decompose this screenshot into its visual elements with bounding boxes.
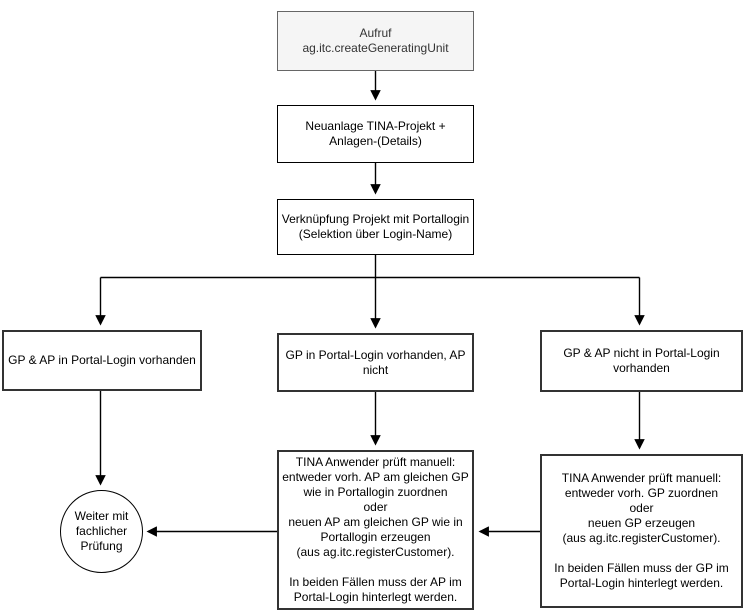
node-case-gp-only: GP in Portal-Login vorhanden, AP nicht [277, 333, 474, 392]
node-link-portallogin-label: Verknüpfung Projekt mit Portallogin (Sel… [281, 212, 470, 241]
node-case-gp-ap-vorhanden-label: GP & AP in Portal-Login vorhanden [8, 353, 196, 367]
node-continue-fachliche-pruefung-label: Weiter mit fachlicher Prüfung [74, 509, 129, 553]
node-case-none-label: GP & AP nicht in Portal-Login vorhanden [563, 346, 720, 375]
node-manual-check-gp-label: TINA Anwender prüft manuell: entweder vo… [554, 471, 729, 590]
node-continue-fachliche-pruefung: Weiter mit fachlicher Prüfung [60, 490, 143, 573]
node-case-gp-ap-vorhanden: GP & AP in Portal-Login vorhanden [2, 330, 202, 391]
node-manual-check-gp: TINA Anwender prüft manuell: entweder vo… [540, 454, 743, 608]
edge-branch-trunk [100, 255, 640, 279]
node-link-portallogin: Verknüpfung Projekt mit Portallogin (Sel… [277, 199, 474, 255]
node-create-project-label: Neuanlage TINA-Projekt + Anlagen-(Detail… [305, 119, 446, 148]
node-manual-check-ap-label: TINA Anwender prüft manuell: entweder vo… [282, 455, 469, 604]
node-manual-check-ap: TINA Anwender prüft manuell: entweder vo… [277, 450, 474, 610]
node-case-gp-only-label: GP in Portal-Login vorhanden, AP nicht [285, 347, 466, 377]
node-create-project: Neuanlage TINA-Projekt + Anlagen-(Detail… [277, 105, 474, 163]
node-call-label: Aufruf ag.itc.createGeneratingUnit [302, 26, 449, 55]
node-call-createGeneratingUnit: Aufruf ag.itc.createGeneratingUnit [277, 11, 474, 71]
node-case-none: GP & AP nicht in Portal-Login vorhanden [540, 330, 743, 392]
